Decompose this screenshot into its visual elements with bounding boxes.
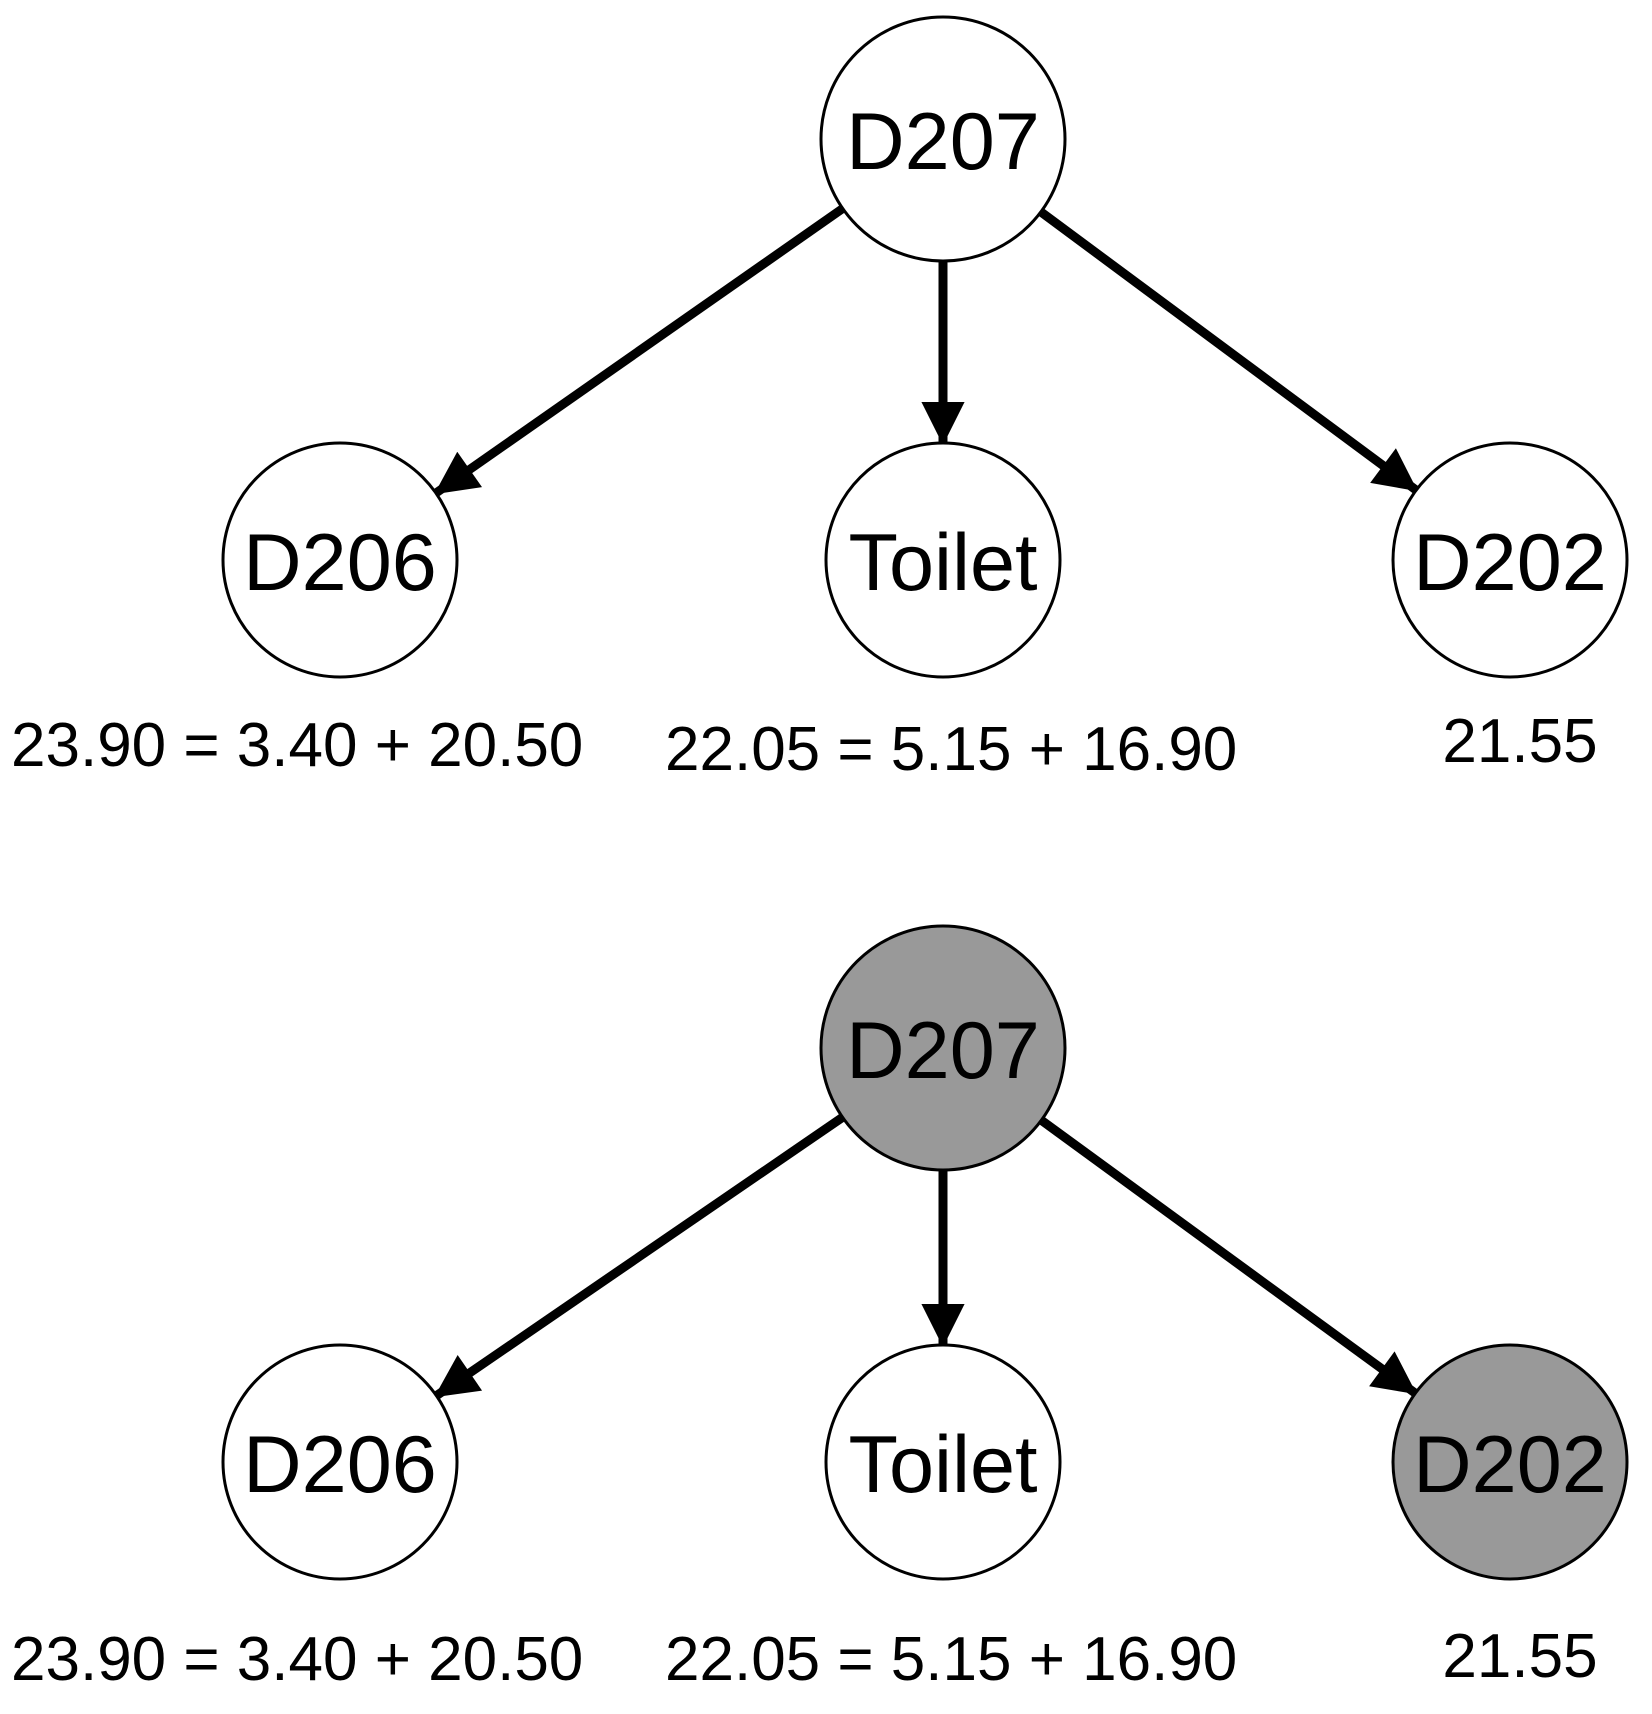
node-label-bottom-d207: D207 (846, 1006, 1040, 1096)
node-top-d207 (819, 15, 1067, 263)
node-label-top-toilet: Toilet (848, 518, 1037, 608)
node-bottom-d207 (819, 924, 1067, 1172)
annotation-top-d206: 23.90 = 3.40 + 20.50 (11, 711, 583, 780)
annotation-bottom-d202: 21.55 (1442, 1622, 1597, 1691)
node-top-toilet (824, 441, 1062, 679)
edge-top-d207-to-d206 (433, 205, 845, 497)
node-top-d206 (221, 441, 459, 679)
edge-bottom-d207-to-d206 (433, 1113, 846, 1400)
node-label-bottom-d206: D206 (243, 1420, 437, 1510)
node-top-d202 (1391, 441, 1629, 679)
diagram-bottom: D207 D206 Toilet D202 23.90 = 3.40 + 20.… (11, 924, 1629, 1694)
node-label-top-d202: D202 (1413, 518, 1607, 608)
annotation-bottom-d206: 23.90 = 3.40 + 20.50 (11, 1625, 583, 1694)
node-label-bottom-d202: D202 (1413, 1420, 1607, 1510)
node-bottom-toilet (824, 1343, 1062, 1581)
diagram-top: D207 D206 Toilet D202 23.90 = 3.40 + 20.… (11, 15, 1629, 784)
node-bottom-d206 (221, 1343, 459, 1581)
node-label-top-d207: D207 (846, 97, 1040, 187)
annotation-top-d202: 21.55 (1442, 707, 1597, 776)
node-label-top-d206: D206 (243, 518, 437, 608)
edge-top-d207-to-d202 (1038, 208, 1419, 494)
annotation-top-toilet: 22.05 = 5.15 + 16.90 (665, 715, 1237, 784)
node-label-bottom-toilet: Toilet (848, 1420, 1037, 1510)
node-bottom-d202 (1391, 1343, 1629, 1581)
edge-bottom-d207-to-d202 (1038, 1116, 1418, 1397)
annotation-bottom-toilet: 22.05 = 5.15 + 16.90 (665, 1625, 1237, 1694)
